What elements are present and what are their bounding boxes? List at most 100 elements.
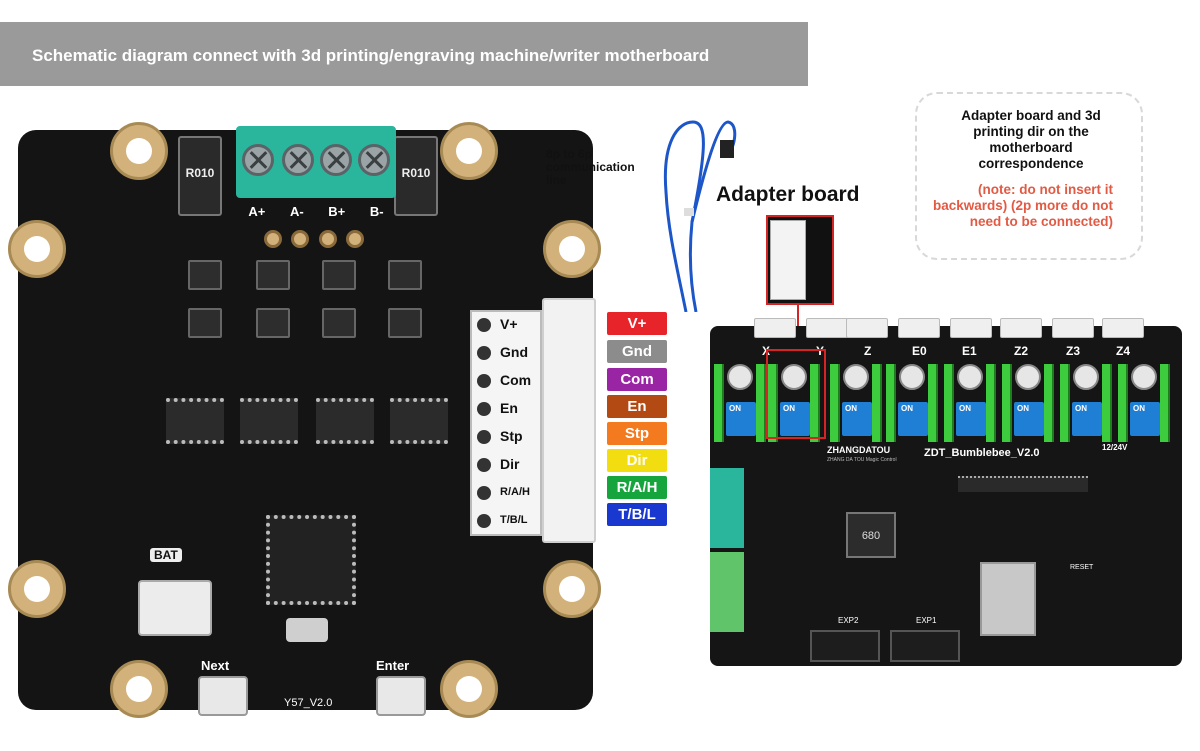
pin-tag-rah: R/A/H <box>607 476 667 499</box>
mounting-hole <box>440 660 498 718</box>
enter-button[interactable] <box>376 676 426 716</box>
note-warning: (note: do not insert it backwards) (2p m… <box>932 182 1113 229</box>
mosfet-chip <box>188 308 222 338</box>
pin-tag-v-plus: V+ <box>607 312 667 335</box>
terminal-label: A+ <box>248 204 266 219</box>
driver-board: R010 R010 A+ A- B+ B- V+ Gnd Com <box>8 120 603 720</box>
driver-slot: ON <box>1002 352 1054 456</box>
axis-label: Z2 <box>1014 344 1029 358</box>
note-box: Adapter board and 3d printing dir on the… <box>915 92 1143 260</box>
pin-label: R/A/H <box>500 486 530 498</box>
next-label: Next <box>201 658 230 673</box>
pin-hole <box>477 346 491 360</box>
capacitor <box>843 364 869 390</box>
axis-label: Z3 <box>1066 344 1081 358</box>
voltage-label: 12/24V <box>1102 443 1128 452</box>
terminal-label: B+ <box>328 204 346 219</box>
y-slot-highlight <box>766 349 826 439</box>
driver-slot: ON <box>886 352 938 456</box>
axis-label: E1 <box>962 344 977 358</box>
driver-slot: ON <box>714 352 766 456</box>
capacitor <box>1131 364 1157 390</box>
board-model: Y57_V2.0 <box>284 697 333 709</box>
power-terminal <box>710 552 744 632</box>
mounting-hole <box>8 220 66 278</box>
motherboard: X Y Z E0 E1 Z2 Z3 Z4 ON ON ON ON ON ON O… <box>710 318 1182 666</box>
screw-icon <box>242 144 274 176</box>
dip-switch[interactable]: ON <box>1072 402 1102 436</box>
terminal-labels: A+ A- B+ B- <box>236 204 396 222</box>
driver-slot: ON <box>768 352 820 456</box>
adapter-board <box>767 216 833 304</box>
exp1-connector <box>890 630 960 662</box>
driver-slot: ON <box>830 352 882 456</box>
pin-tag-en: En <box>607 395 667 418</box>
pin-tag-tbl: T/B/L <box>607 503 667 526</box>
pin-label: Gnd <box>500 344 528 360</box>
pin-label-rail: V+ Gnd Com En Stp Dir R/A/H T/B/L <box>470 310 542 536</box>
pin-hole <box>477 374 491 388</box>
driver-slot: ON <box>944 352 996 456</box>
pad <box>345 230 364 248</box>
wifi-module <box>980 562 1036 636</box>
motherboard-connector <box>950 318 992 338</box>
mounting-hole <box>543 560 601 618</box>
adapter-title: Adapter board <box>716 183 860 206</box>
mounting-hole <box>543 220 601 278</box>
pin-tag-stp: Stp <box>607 422 667 445</box>
pin-hole <box>477 318 491 332</box>
gate-driver-chip <box>316 398 374 444</box>
pad <box>318 230 337 248</box>
motherboard-connector <box>806 318 848 338</box>
gate-driver-chip <box>240 398 298 444</box>
inductor: 680 <box>846 512 896 558</box>
exp1-label: EXP1 <box>916 616 937 625</box>
axis-label: Z <box>864 344 872 358</box>
dip-switch[interactable]: ON <box>726 402 756 436</box>
dip-switch[interactable]: ON <box>1130 402 1160 436</box>
banner-title: Schematic diagram connect with 3d printi… <box>32 46 710 65</box>
banner: Schematic diagram connect with 3d printi… <box>0 22 808 86</box>
mounting-hole <box>110 122 168 180</box>
crystal <box>286 618 328 642</box>
capacitor <box>781 364 807 390</box>
pad <box>291 230 310 248</box>
note-title: Adapter board and 3d printing dir on the… <box>961 108 1101 171</box>
pin-label: En <box>500 400 518 416</box>
enter-label: Enter <box>376 658 410 673</box>
dip-switch[interactable]: ON <box>842 402 872 436</box>
motherboard-connector <box>754 318 796 338</box>
dip-switch[interactable]: ON <box>898 402 928 436</box>
pin-label: T/B/L <box>500 514 528 526</box>
mosfet-chip <box>322 260 356 290</box>
mosfet-chip <box>388 260 422 290</box>
motherboard-connector <box>1000 318 1042 338</box>
motherboard-connector <box>846 318 888 338</box>
dip-switch[interactable]: ON <box>1014 402 1044 436</box>
motherboard-connector <box>1102 318 1144 338</box>
mosfet-chip <box>256 260 290 290</box>
next-button[interactable] <box>198 676 248 716</box>
terminal-label: B- <box>369 204 384 219</box>
ic-row <box>958 476 1088 492</box>
axis-label: Z4 <box>1116 344 1131 358</box>
capacitor <box>727 364 753 390</box>
axis-label: E0 <box>912 344 927 358</box>
screw-icon <box>358 144 390 176</box>
solder-pads <box>264 230 364 250</box>
battery-connector <box>138 580 212 636</box>
pin-tag-gnd: Gnd <box>607 340 667 363</box>
motherboard-connector <box>1052 318 1094 338</box>
pin-hole <box>477 458 491 472</box>
resistor-label: R010 <box>401 166 431 180</box>
pin-label: Dir <box>500 456 520 472</box>
dip-switch[interactable]: ON <box>956 402 986 436</box>
mounting-hole <box>8 560 66 618</box>
motherboard-connector <box>898 318 940 338</box>
capacitor <box>1015 364 1041 390</box>
dip-switch[interactable]: ON <box>780 402 810 436</box>
battery-label: BAT <box>150 548 182 562</box>
pin-hole <box>477 514 491 528</box>
mounting-hole <box>440 122 498 180</box>
pin-hole <box>477 402 491 416</box>
